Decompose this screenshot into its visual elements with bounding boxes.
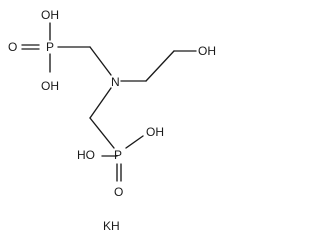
label-p-bottom-oh-left: HO xyxy=(77,148,95,162)
label-p-bottom-o: O xyxy=(114,185,123,199)
label-p-top: P xyxy=(46,40,54,54)
label-p-top-oh-lower: OH xyxy=(41,79,59,93)
molecule-diagram: OH O P OH N OH HO P OH O KH xyxy=(8,8,216,233)
bond-p-bottom-oh-right xyxy=(125,135,144,149)
bond-ch2-p-bottom xyxy=(89,117,115,149)
label-oh-right: OH xyxy=(198,44,216,58)
bond-ch2-n-top xyxy=(89,46,112,76)
bond-ch2-ch2-right xyxy=(145,50,175,82)
label-nitrogen: N xyxy=(111,75,120,89)
label-p-top-oh-upper: OH xyxy=(41,8,59,22)
label-counter-ion: KH xyxy=(103,219,120,233)
label-p-bottom: P xyxy=(114,148,122,162)
structure-canvas: OH O P OH N OH HO P OH O KH xyxy=(8,8,216,233)
label-p-top-o: O xyxy=(8,40,17,54)
bond-n-ch2-bottom xyxy=(89,87,112,119)
label-p-bottom-oh-right: OH xyxy=(146,125,164,139)
